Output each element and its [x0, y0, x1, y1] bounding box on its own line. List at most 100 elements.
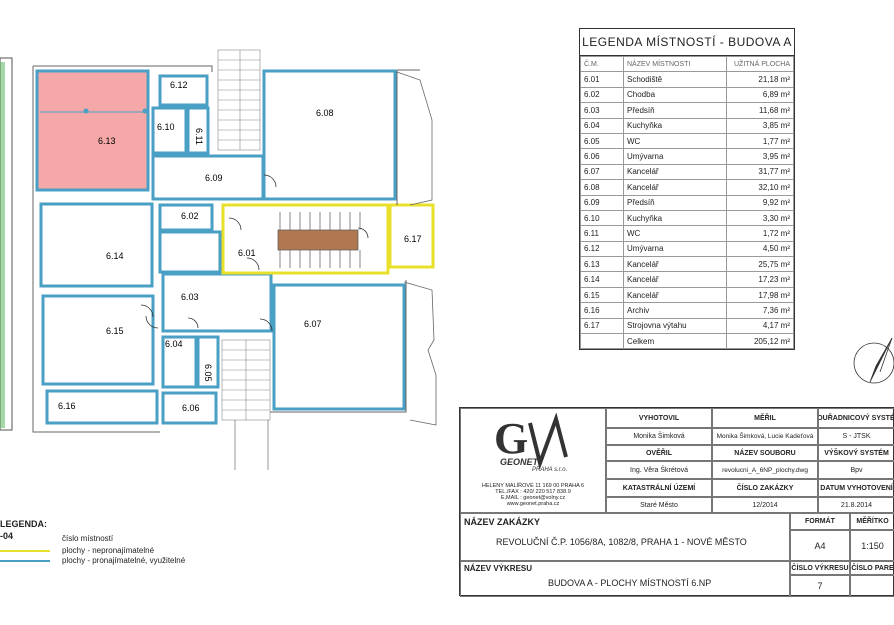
company-address: HELENY MALÍŘOVÉ 11 169 00 PRAHA 6: [481, 483, 585, 489]
blue-line-swatch: [0, 560, 50, 562]
yellow-line-swatch: [0, 550, 50, 552]
doors: [140, 174, 369, 332]
project-header: NÁZEV ZAKÁZKY: [464, 517, 540, 527]
room-6.14: [39, 202, 154, 288]
drawing-name: BUDOVA A - PLOCHY MÍSTNOSTÍ 6.NP: [548, 578, 712, 588]
legend-cell-num: 6.17: [580, 317, 624, 335]
legend-cell-area: 4,17 m²: [726, 317, 794, 335]
drawing-legend: LEGENDA: -04 číslo místností plochy - ne…: [0, 519, 200, 579]
north-arrow-icon: [853, 337, 894, 384]
company-cell: G GEONET PRAHA s.r.o. HELENY MALÍŘOVÉ 11…: [460, 408, 606, 513]
legend-cell-num: [580, 333, 624, 350]
zakazka-header: ČÍSLO ZAKÁZKY: [712, 479, 818, 497]
legend-cell-num: 6.08: [580, 179, 624, 196]
legend-cell-area: 17,98 m²: [726, 286, 794, 304]
legend-header-cell: UŽITNÁ PLOCHA: [726, 55, 794, 73]
legend-cell-area: 3,30 m²: [726, 209, 794, 227]
legend-cell-name: Kuchyňka: [623, 117, 727, 134]
room-label: 6.10: [157, 122, 175, 132]
legend-cell-name: Archiv: [623, 302, 727, 319]
room-6.05: [196, 335, 220, 389]
legend-title: LEGENDA MÍSTNOSTÍ - BUDOVA A: [580, 29, 794, 56]
vyhotovil-header: VYHOTOVIL: [606, 408, 712, 428]
room-6.09: [151, 154, 265, 201]
room-label: 6.02: [181, 211, 199, 221]
legend-cell-num: 6.04: [580, 117, 624, 134]
room-6.03: [161, 272, 273, 333]
project-cell: [460, 513, 790, 561]
cislo-vykresu-header: ČÍSLO VÝKRESU: [790, 561, 850, 575]
legend-cell-num: 6.03: [580, 102, 624, 119]
company-web: www.geonet.praha.cz: [506, 501, 560, 507]
meril-value: Monika Šimková, Lucie Kadeťová: [712, 428, 818, 445]
legend-cell-name: Kancelář: [623, 256, 727, 273]
legend-cell-area: 31,77 m²: [726, 163, 794, 181]
legend-cell-area: 6,89 m²: [726, 86, 794, 104]
zakazka-value: 12/2014: [712, 497, 818, 513]
cislo-pare-value: [850, 575, 894, 597]
legend-cell-area: 3,85 m²: [726, 117, 794, 134]
drawing-header: NÁZEV VÝKRESU: [464, 564, 533, 573]
katastr-header: KATASTRÁLNÍ ÚZEMÍ: [606, 479, 712, 497]
drawing-legend-code: -04: [0, 531, 14, 541]
svg-text:GEONET: GEONET: [500, 457, 540, 467]
meril-header: MĚŘIL: [712, 408, 818, 428]
legend-cell-area: 17,23 m²: [726, 271, 794, 288]
stair-shaft-top: [217, 49, 261, 151]
legend-cell-area: 205,12 m²: [726, 333, 794, 350]
room-label: 6.17: [404, 234, 422, 244]
rentable-rooms: [39, 69, 406, 425]
room-label: 6.11: [194, 128, 204, 145]
legend-cell-num: 6.06: [580, 148, 624, 165]
overil-header: OVĚŘIL: [606, 445, 712, 461]
room-6.06: [161, 391, 218, 425]
legend-cell-name: Umývarna: [623, 240, 727, 258]
legend-cell-name: Chodba: [623, 86, 727, 104]
legend-cell-num: 6.05: [580, 132, 624, 150]
company-logo-icon: G GEONET PRAHA s.r.o.: [494, 413, 568, 473]
drawing-cell: [460, 561, 790, 597]
souradnicovy-header: SOUŘADNICOVÝ SYSTÉM: [818, 408, 894, 428]
room-label: 6.04: [165, 339, 183, 349]
meritko-value: 1:150: [850, 530, 894, 561]
format-value: A4: [790, 530, 850, 561]
room-6.08: [262, 69, 397, 201]
room-legend-table: LEGENDA MÍSTNOSTÍ - BUDOVA A Č.M.NÁZEV M…: [579, 28, 795, 351]
room-6.04: [161, 335, 198, 389]
legend-cell-area: 9,92 m²: [726, 194, 794, 211]
legend-cell-num: 6.11: [580, 225, 624, 242]
souradnicovy-value: S - JTSK: [818, 428, 894, 445]
room-6.10: [151, 106, 188, 155]
legend-cell-num: 6.07: [580, 163, 624, 181]
format-header: FORMÁT: [790, 513, 850, 530]
legend-cell-num: 6.14: [580, 271, 624, 288]
legend-cell-name: Kancelář: [623, 271, 727, 288]
datum-header: DATUM VYHOTOVENÍ: [818, 479, 894, 497]
svg-text:G: G: [494, 414, 528, 463]
walls: [32, 65, 420, 433]
legend-cell-name: WC: [623, 132, 727, 150]
title-block: G GEONET PRAHA s.r.o. HELENY MALÍŘOVÉ 11…: [459, 407, 894, 597]
legend-cell-area: 7,36 m²: [726, 302, 794, 319]
room-label: 6.01: [238, 248, 256, 258]
room-6.15: [41, 294, 155, 386]
legend-cell-num: 6.12: [580, 240, 624, 258]
drawing-legend-title: LEGENDA:: [0, 519, 47, 529]
company-email: E.MAIL : geonet@volny.cz: [500, 495, 566, 501]
room-6.07: [272, 283, 406, 411]
legend-cell-num: 6.02: [580, 86, 624, 104]
room-label: 6.09: [205, 173, 223, 183]
vyhotovil-value: Monika Šimková: [606, 428, 712, 445]
